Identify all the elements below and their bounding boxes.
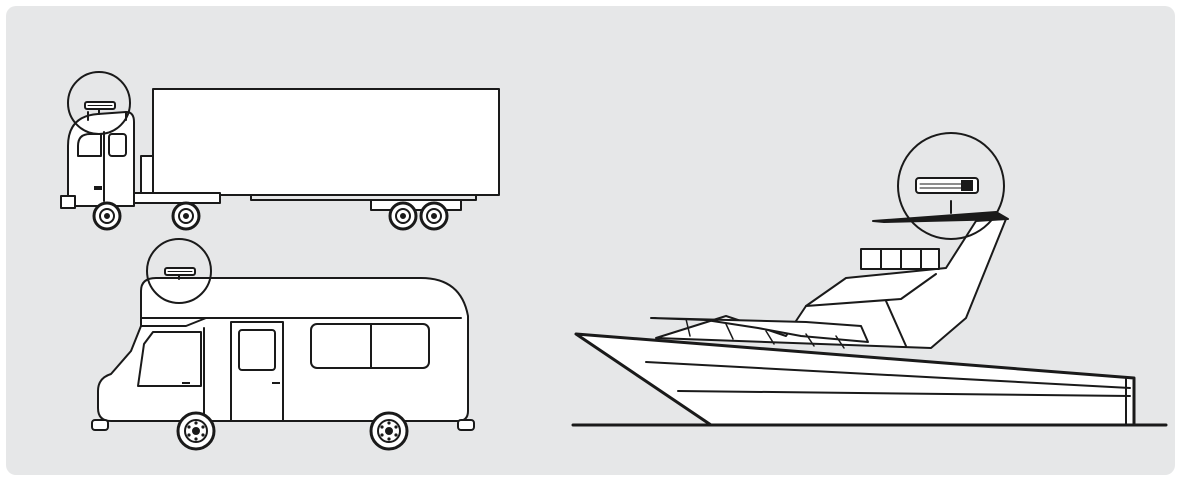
truck-windshield [78,134,101,156]
truck-side-window [109,134,126,156]
vehicle-illustration [6,6,1175,475]
truck-wheel-middle [173,203,199,229]
truck-trailer [153,89,499,195]
truck-bumper [61,196,75,208]
motorhome-wheel-front [178,413,214,449]
motorhome-front-bumper [92,420,108,430]
motorhome-wheel-rear [371,413,407,449]
truck-chassis [128,193,220,203]
motorhome-cab-window [138,332,201,386]
truck-wheel-front [94,203,120,229]
motorhome-rear-bumper [458,420,474,430]
truck-coupling [141,156,153,193]
truck-rear-frame [371,200,461,210]
truck-wheel-rear-1 [390,203,416,229]
illustration-panel [6,6,1175,475]
truck-wheel-rear-2 [421,203,447,229]
motorhome-door-window [239,330,275,370]
